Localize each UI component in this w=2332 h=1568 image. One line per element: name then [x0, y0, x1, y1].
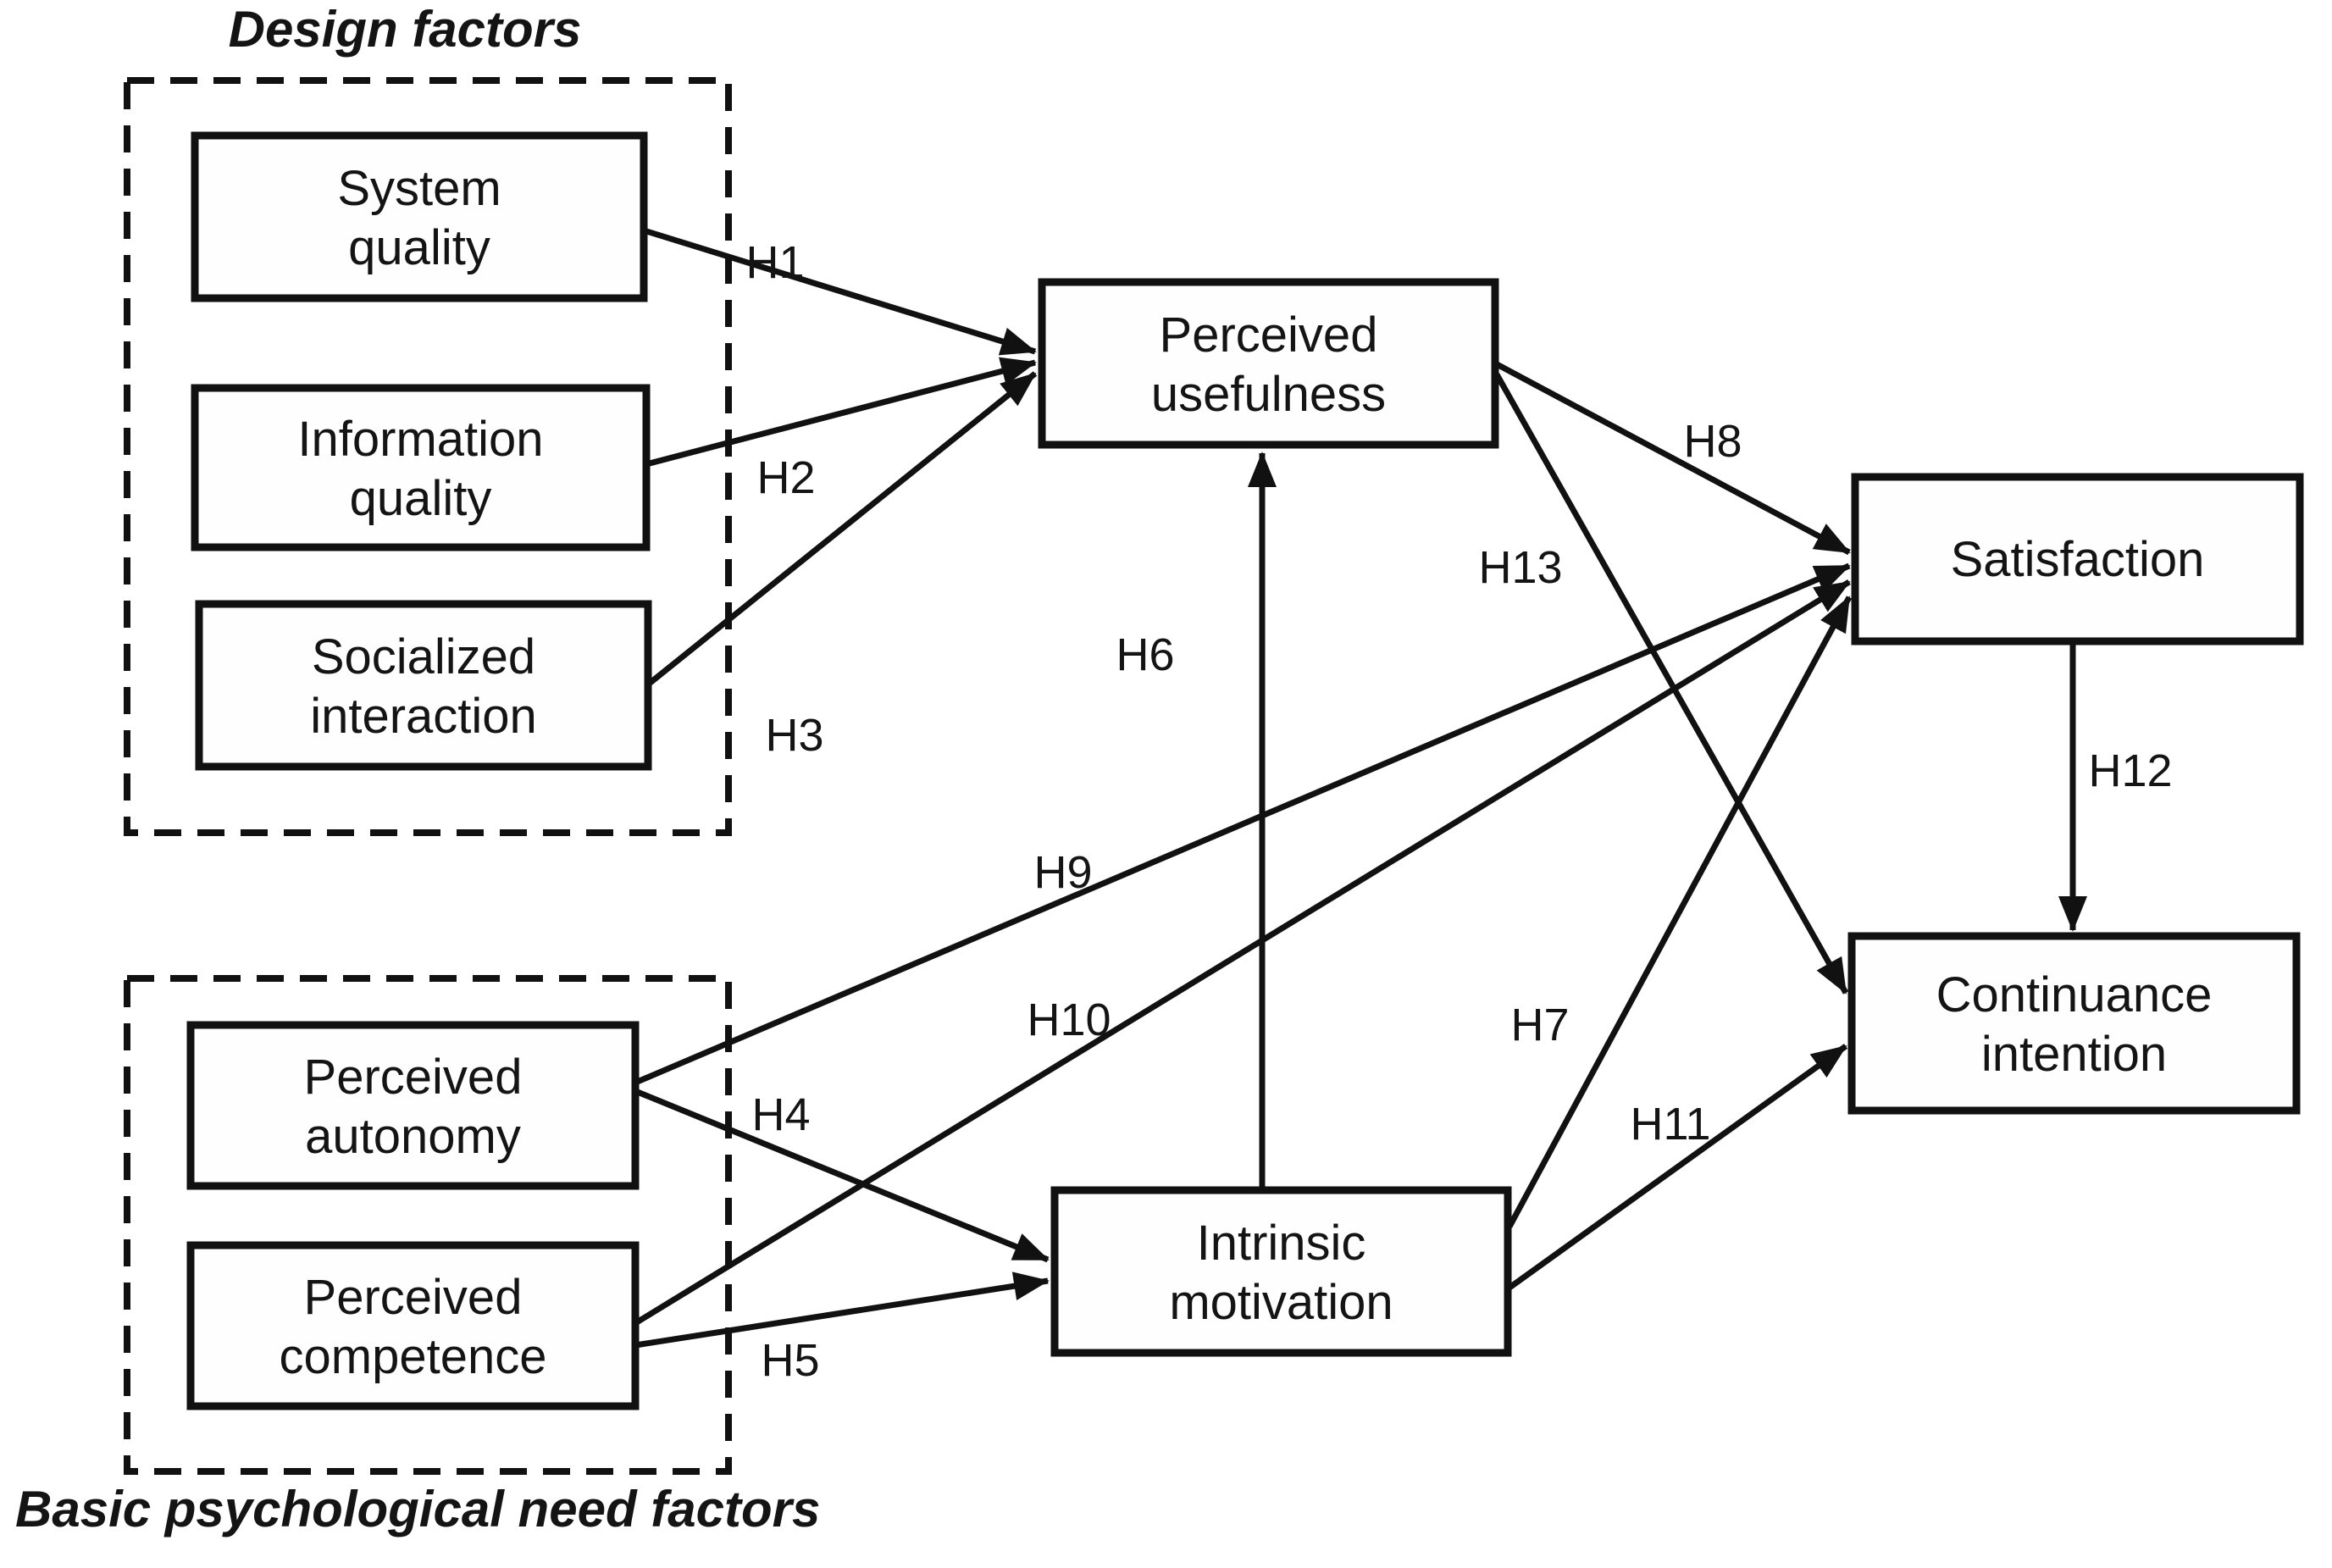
hypothesis-label-h4: H4 [751, 1089, 810, 1140]
node-box-socialized-interaction [195, 600, 652, 771]
arrow-socialized-interaction-to-perceived-usefulness [645, 371, 1038, 687]
hypothesis-label-h5: H5 [761, 1335, 819, 1386]
node-label-information-quality-line-2: quality [350, 471, 492, 526]
node-box-perceived-competence [186, 1241, 640, 1410]
hypothesis-label-h3: H3 [765, 710, 823, 761]
node-satisfaction: Satisfaction [1851, 473, 2304, 645]
node-label-perceived-autonomy-line-1: Perceived [304, 1050, 523, 1105]
arrow-intrinsic-motivation-to-satisfaction [1506, 596, 1853, 1228]
node-label-continuance-intention-line-2: intention [1981, 1027, 2167, 1082]
node-label-perceived-competence-line-1: Perceived [304, 1270, 523, 1325]
hypothesis-label-h12: H12 [2088, 745, 2172, 796]
node-box-intrinsic-motivation [1050, 1186, 1512, 1357]
group-title-basic-psychological-need-factors: Basic psychological need factors [15, 1481, 820, 1538]
hypothesis-label-h6: H6 [1116, 629, 1174, 680]
group-title-design-factors: Design factors [229, 1, 582, 58]
hypothesis-label-h13: H13 [1478, 542, 1562, 593]
node-label-continuance-intention-line-1: Continuance [1936, 967, 2213, 1022]
node-label-perceived-autonomy-line-2: autonomy [305, 1109, 521, 1164]
group-frame-design-factors [124, 77, 732, 836]
node-label-information-quality-line-1: Information [297, 412, 543, 467]
arrow-perceived-competence-to-satisfaction [634, 579, 1851, 1326]
node-box-information-quality [191, 384, 651, 551]
node-label-perceived-competence-line-2: competence [280, 1329, 547, 1384]
node-box-satisfaction [1851, 473, 2304, 645]
construct-boxes: SystemqualityInformationqualitySocialize… [186, 131, 2304, 1410]
arrow-perceived-autonomy-to-satisfaction [634, 562, 1851, 1086]
node-box-perceived-usefulness [1038, 278, 1499, 449]
node-label-socialized-interaction-line-2: interaction [310, 689, 537, 744]
arrow-intrinsic-motivation-to-continuance-intention [1507, 1044, 1848, 1290]
arrow-system-quality-to-perceived-usefulness [642, 227, 1037, 356]
arrow-perceived-usefulness-to-satisfaction [1495, 361, 1851, 556]
arrow-perceived-autonomy-to-intrinsic-motivation [634, 1088, 1050, 1263]
hypothesis-label-h8: H8 [1683, 416, 1742, 467]
arrow-perceived-usefulness-to-continuance-intention [1493, 373, 1849, 995]
node-label-perceived-usefulness-line-1: Perceived [1160, 308, 1378, 363]
node-label-intrinsic-motivation-line-1: Intrinsic [1197, 1216, 1366, 1271]
node-label-intrinsic-motivation-line-2: motivation [1169, 1275, 1393, 1330]
hypothesis-label-h2: H2 [756, 452, 815, 503]
hypothesis-label-h11: H11 [1630, 1099, 1710, 1150]
node-label-satisfaction-line-1: Satisfaction [1951, 532, 2205, 587]
arrow-perceived-competence-to-intrinsic-motivation [634, 1272, 1050, 1349]
node-label-system-quality-line-2: quality [348, 220, 490, 275]
hypothesis-arrows [634, 227, 2087, 1349]
hypothesis-label-h7: H7 [1510, 1000, 1569, 1050]
arrow-information-quality-to-perceived-usefulness [645, 357, 1037, 468]
node-label-socialized-interaction-line-1: Socialized [312, 629, 535, 684]
node-label-system-quality-line-1: System [337, 161, 501, 216]
node-box-system-quality [191, 131, 648, 302]
hypothesis-label-h9: H9 [1033, 847, 1092, 898]
node-label-perceived-usefulness-line-2: usefulness [1151, 367, 1386, 422]
group-frame-basic-psychological-need-factors [124, 975, 732, 1475]
hypothesis-label-h1: H1 [745, 237, 804, 288]
node-box-perceived-autonomy [186, 1021, 640, 1190]
node-box-continuance-intention [1847, 932, 2301, 1115]
hypothesis-label-h10: H10 [1027, 995, 1111, 1045]
